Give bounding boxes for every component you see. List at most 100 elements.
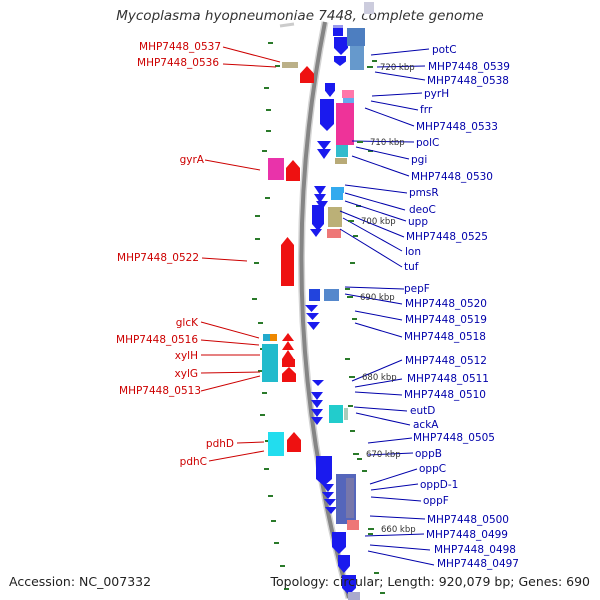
gene-block: [263, 334, 271, 341]
gene-label-pdhd[interactable]: pdhD: [206, 438, 234, 450]
kbp-marker: 680 kbp: [349, 373, 397, 383]
label-connector: [354, 310, 403, 321]
gene-label-pmsr[interactable]: pmsR: [409, 187, 439, 199]
gene-block: [328, 207, 342, 227]
gc-dash: [368, 150, 373, 152]
label-connector: [342, 217, 403, 252]
gene-label-xylg[interactable]: xylG: [175, 368, 198, 380]
gene-label-mhp7448_0505[interactable]: MHP7448_0505: [413, 432, 495, 444]
label-connector: [354, 322, 403, 338]
gene-label-mhp7448_0498[interactable]: MHP7448_0498: [434, 544, 516, 556]
gene-label-mhp7448_0539[interactable]: MHP7448_0539: [428, 61, 510, 73]
gene-label-xylh[interactable]: xylH: [175, 350, 198, 362]
gc-dash: [284, 588, 289, 590]
gene-label-mhp7448_0499[interactable]: MHP7448_0499: [426, 529, 508, 541]
label-connector: [344, 200, 407, 222]
gc-dash: [264, 468, 269, 470]
gene-label-acka[interactable]: ackA: [413, 419, 439, 431]
forward-gene-chevron: [282, 333, 294, 341]
gene-label-mhp7448_0516[interactable]: MHP7448_0516: [116, 334, 198, 346]
gene-label-mhp7448_0518[interactable]: MHP7448_0518: [404, 331, 486, 343]
label-connector: [370, 48, 430, 56]
gene-label-glck[interactable]: glcK: [176, 317, 199, 329]
label-connector: [208, 450, 265, 462]
label-connector: [222, 46, 281, 63]
gc-dash: [258, 370, 263, 372]
reverse-gene-chevron: [314, 194, 326, 203]
label-connectors: [200, 46, 435, 566]
gene-label-oppf[interactable]: oppF: [423, 495, 449, 507]
gene-label-pyrh[interactable]: pyrH: [424, 88, 449, 100]
gene-label-frr[interactable]: frr: [420, 104, 433, 116]
label-connector: [200, 375, 261, 392]
gc-dash: [262, 150, 267, 152]
gene-label-mhp7448_0519[interactable]: MHP7448_0519: [405, 314, 487, 326]
gc-dash: [362, 470, 367, 472]
gene-label-eutd[interactable]: eutD: [410, 405, 435, 417]
gene-label-mhp7448_0497[interactable]: MHP7448_0497: [437, 558, 519, 570]
gene-label-mhp7448_0520[interactable]: MHP7448_0520: [405, 298, 487, 310]
label-connector: [369, 515, 426, 520]
label-connector: [370, 496, 422, 502]
gene-label-potc[interactable]: potC: [432, 44, 457, 56]
gene-label-upp[interactable]: upp: [408, 216, 428, 228]
gene-label-pgi[interactable]: pgi: [411, 154, 427, 166]
gene-label-lon[interactable]: lon: [405, 246, 421, 258]
label-connector: [200, 321, 260, 339]
gene-label-mhp7448_0500[interactable]: MHP7448_0500: [427, 514, 509, 526]
gene-label-mhp7448_0510[interactable]: MHP7448_0510: [404, 389, 486, 401]
label-connector: [204, 159, 261, 171]
gene-label-mhp7448_0512[interactable]: MHP7448_0512: [405, 355, 487, 367]
gene-label-pepf[interactable]: pepF: [404, 283, 430, 295]
gc-dash: [274, 542, 279, 544]
reverse-gene-chevron: [325, 507, 337, 514]
gene-label-oppd-1[interactable]: oppD-1: [420, 479, 458, 491]
gc-dash: [265, 440, 270, 442]
gene-label-mhp7448_0513[interactable]: MHP7448_0513: [119, 385, 201, 397]
gene-label-mhp7448_0530[interactable]: MHP7448_0530: [411, 171, 493, 183]
gene-label-mhp7448_0533[interactable]: MHP7448_0533: [416, 121, 498, 133]
gc-dash: [254, 262, 259, 264]
gene-block: [342, 90, 354, 98]
reverse-gene-chevron: [311, 392, 323, 400]
gene-block: [329, 405, 343, 423]
gene-label-tuf[interactable]: tuf: [404, 261, 419, 273]
gc-dash: [262, 392, 267, 394]
kbp-label: 690 kbp: [360, 293, 395, 303]
gene-label-oppb[interactable]: oppB: [415, 448, 442, 460]
reverse-gene-chevron: [307, 322, 320, 330]
gene-block: [327, 229, 341, 238]
label-connector: [354, 378, 403, 388]
gene-label-mhp7448_0511[interactable]: MHP7448_0511: [407, 373, 489, 385]
gene-label-mhp7448_0522[interactable]: MHP7448_0522: [117, 252, 199, 264]
label-connector: [370, 483, 419, 491]
reverse-gene-chevron: [311, 409, 323, 417]
gc-dash: [380, 592, 385, 594]
gene-block: [343, 98, 354, 105]
gene-block: [268, 158, 284, 180]
label-connector: [367, 550, 435, 566]
gene-label-pdhc[interactable]: pdhC: [180, 456, 207, 468]
gene-label-deoc[interactable]: deoC: [409, 204, 436, 216]
kbp-marker: 710 kbp: [357, 138, 405, 148]
label-connector: [364, 533, 425, 537]
gene-label-mhp7448_0538[interactable]: MHP7448_0538: [427, 75, 509, 87]
gene-label-oppc[interactable]: oppC: [419, 463, 446, 475]
gene-label-mhp7448_0537[interactable]: MHP7448_0537: [139, 41, 221, 53]
label-connector: [364, 107, 415, 127]
gene-label-mhp7448_0525[interactable]: MHP7448_0525: [406, 231, 488, 243]
gene-label-mhp7448_0536[interactable]: MHP7448_0536: [137, 57, 219, 69]
reverse-gene-chevron: [311, 400, 323, 408]
label-connector: [369, 544, 431, 551]
reverse-gene-chevron: [322, 484, 334, 492]
gene-label-gyra[interactable]: gyrA: [180, 154, 205, 166]
gene-block: [324, 289, 339, 301]
gene-label-polc[interactable]: polC: [416, 137, 439, 149]
reverse-gene-chevron: [317, 149, 331, 159]
gene-block: [347, 520, 359, 530]
label-connector: [351, 155, 410, 177]
gene-block: [333, 28, 343, 36]
kbp-tick: [349, 376, 355, 378]
